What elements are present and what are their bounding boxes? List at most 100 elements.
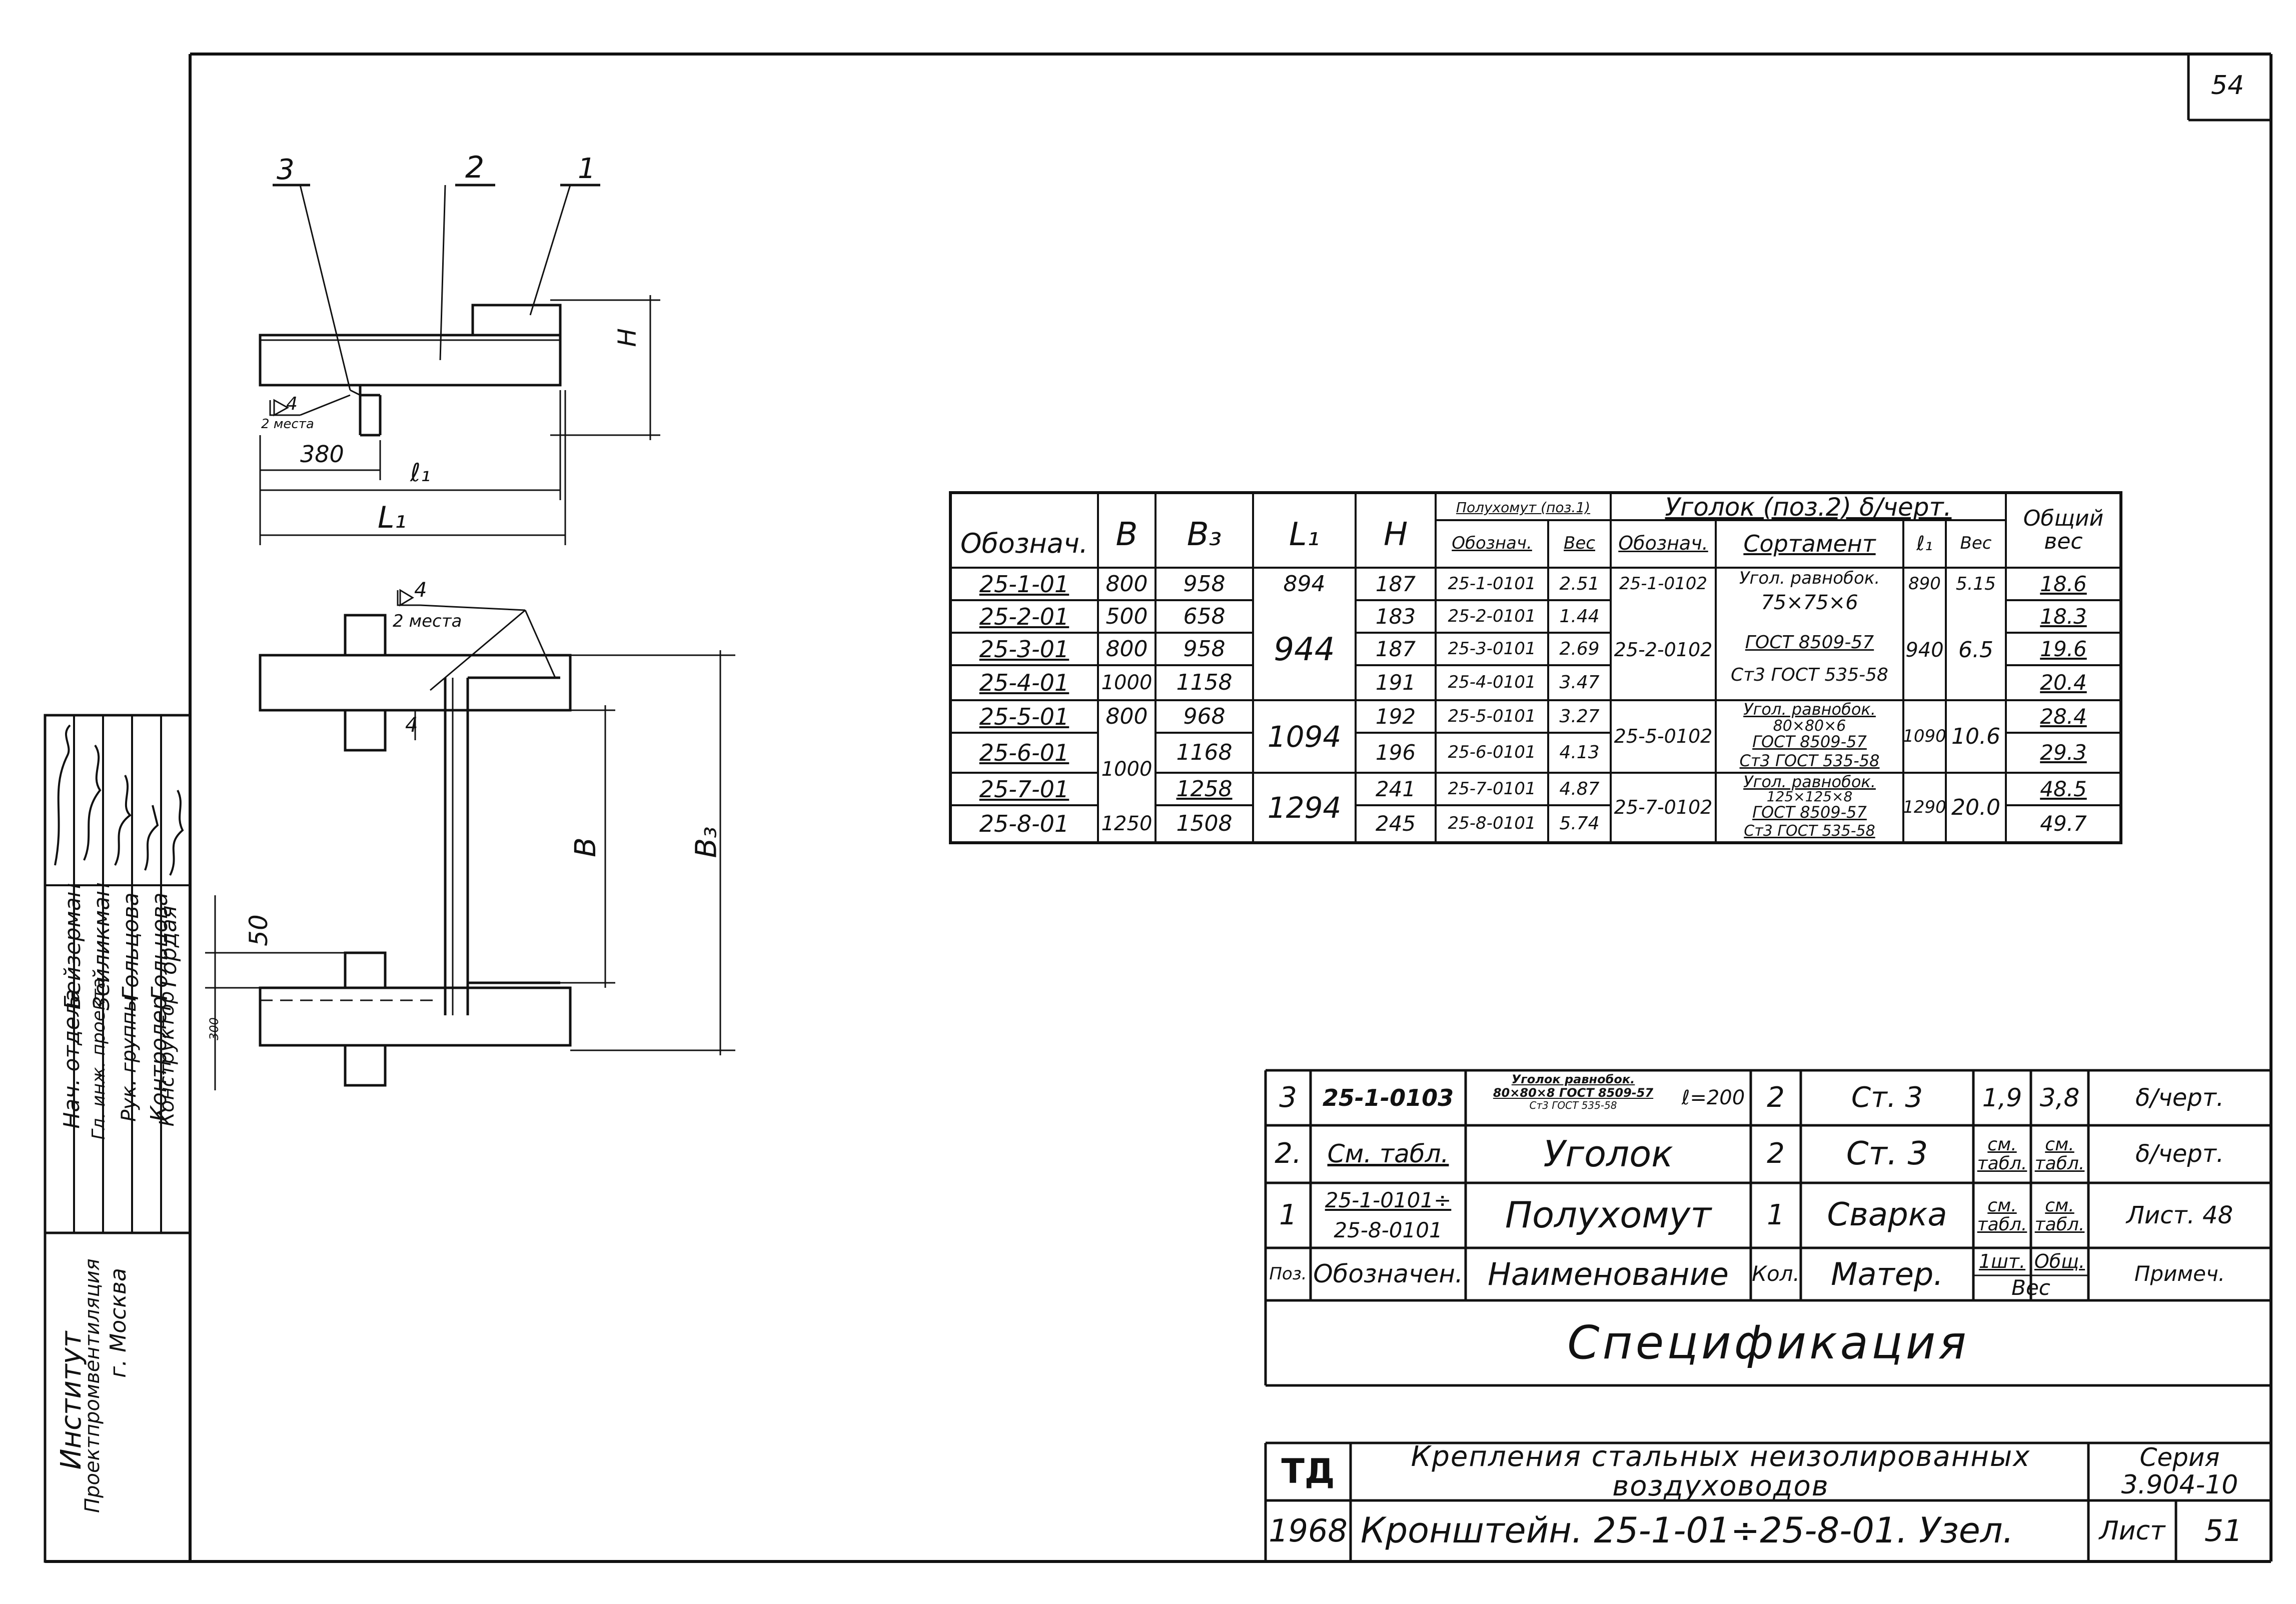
row8-designation: 25-8-01 bbox=[979, 810, 1069, 837]
spec-row3-qty: 2 bbox=[1767, 1081, 1785, 1114]
callout-3: 3 bbox=[277, 154, 295, 186]
spec-row2-pos: 2. bbox=[1275, 1137, 1302, 1170]
row6-hc-designation: 25-6-0101 bbox=[1448, 742, 1536, 763]
angle-weight-group3: 10.6 bbox=[1951, 723, 2000, 749]
title-series: 3.904-10 bbox=[2121, 1470, 2238, 1499]
dim-300: 300 bbox=[207, 1017, 221, 1040]
sig-name-2: Зейликман bbox=[89, 882, 115, 1011]
title-sheet: 51 bbox=[2204, 1513, 2243, 1548]
spec-header-material: Матер. bbox=[1831, 1255, 1943, 1292]
angle-l1-group3: 1090 bbox=[1903, 726, 1946, 747]
signature-4 bbox=[144, 805, 159, 871]
row4-hc-designation: 25-4-0101 bbox=[1448, 672, 1536, 693]
spec-row1-name: Полухомут bbox=[1505, 1194, 1712, 1236]
spec-row3-name-a: Уголок равнобок. bbox=[1511, 1073, 1635, 1087]
row2-designation: 25-2-01 bbox=[979, 603, 1069, 630]
spec-row2-material: Ст. 3 bbox=[1846, 1135, 1928, 1172]
row1-hc-weight: 2.51 bbox=[1559, 574, 1600, 595]
handwritten-signatures bbox=[54, 724, 184, 876]
row8-hc-weight: 5.74 bbox=[1559, 813, 1600, 834]
spec-row2-designation: См. табл. bbox=[1327, 1139, 1449, 1169]
row8-h: 245 bbox=[1375, 811, 1416, 836]
th-angle: Уголок (поз.2) δ/черт. bbox=[1665, 494, 1952, 520]
th-b3: B₃ bbox=[1187, 516, 1222, 554]
spec-row1-qty: 1 bbox=[1767, 1198, 1785, 1231]
weld-symbol-side: 4 bbox=[414, 579, 427, 602]
spec-header-qty: Кол. bbox=[1752, 1261, 1800, 1286]
spec-row2-qty: 2 bbox=[1767, 1137, 1785, 1170]
th-angle-assortment: Сортамент bbox=[1743, 530, 1876, 557]
dim-4: 4 bbox=[405, 714, 418, 737]
row5-hc-designation: 25-5-0101 bbox=[1448, 706, 1536, 727]
spec-title: Спецификация bbox=[1567, 1315, 1969, 1369]
row7-h: 241 bbox=[1375, 776, 1416, 801]
row7-total: 48.5 bbox=[2040, 776, 2087, 801]
row7-designation: 25-7-01 bbox=[979, 775, 1069, 803]
spec-row2-w1: см. табл. bbox=[1977, 1134, 2027, 1174]
row1-b3: 958 bbox=[1183, 571, 1226, 597]
row3-b: 800 bbox=[1105, 636, 1148, 662]
spec-row1-designation-b: 25-8-0101 bbox=[1334, 1217, 1443, 1242]
dim-l1-small: ℓ₁ bbox=[410, 458, 431, 487]
row8-b3: 1508 bbox=[1176, 810, 1233, 836]
dim-table-grid bbox=[949, 491, 2122, 844]
l1-group4: 1294 bbox=[1267, 790, 1342, 825]
row5-total: 28.4 bbox=[2040, 704, 2087, 729]
row7-hc-designation: 25-7-0101 bbox=[1448, 779, 1536, 799]
th-halfclamp: Полухомут (поз.1) bbox=[1456, 499, 1591, 516]
row4-h: 191 bbox=[1375, 670, 1416, 695]
th-hc-designation: Обознач. bbox=[1452, 533, 1532, 554]
assort-group2-b: Ст3 ГОСТ 535-58 bbox=[1731, 665, 1888, 686]
angle-weight-group4: 20.0 bbox=[1951, 794, 2000, 820]
row1-total: 18.6 bbox=[2040, 571, 2087, 596]
weld-note-side: 2 места bbox=[393, 611, 462, 631]
row4-designation: 25-4-01 bbox=[979, 669, 1069, 696]
spec-header-name: Наименование bbox=[1488, 1255, 1729, 1292]
title-drawing-title: Кронштейн. 25-1-01÷25-8-01. Узел. bbox=[1361, 1510, 2014, 1551]
row3-total: 19.6 bbox=[2040, 636, 2087, 661]
signature-2 bbox=[83, 744, 102, 861]
assort-group2-a: ГОСТ 8509-57 bbox=[1745, 632, 1874, 653]
spec-row1-w1: см. табл. bbox=[1977, 1195, 2027, 1235]
assort-group1-a: Угол. равнобок. bbox=[1739, 569, 1880, 589]
signature-3 bbox=[114, 775, 132, 866]
spec-header-weight: Вес bbox=[2011, 1276, 2050, 1300]
spec-row1-material: Сварка bbox=[1827, 1196, 1947, 1234]
title-block-grid bbox=[1264, 1441, 2271, 1561]
row8-b: 1250 bbox=[1101, 812, 1153, 835]
title-subject: Крепления стальных неизолированных возду… bbox=[1411, 1443, 2031, 1500]
sig-name-3: Гольцова bbox=[118, 892, 144, 1000]
assort-group4-c: ГОСТ 8509-57 bbox=[1752, 804, 1867, 822]
row2-h: 183 bbox=[1375, 604, 1416, 629]
assort-group3-b: 80×80×6 bbox=[1773, 718, 1846, 734]
b-rows-6-7: 1000 bbox=[1101, 758, 1153, 781]
title-sheet-label: Лист bbox=[2099, 1515, 2165, 1546]
spec-row3-name-c: Ст3 ГОСТ 535-58 bbox=[1529, 1100, 1617, 1111]
row8-total: 49.7 bbox=[2040, 811, 2087, 836]
angle-des-group3: 25-5-0102 bbox=[1614, 725, 1713, 748]
row3-designation: 25-3-01 bbox=[979, 635, 1069, 663]
row6-total: 29.3 bbox=[2040, 740, 2087, 765]
dim-L1: L₁ bbox=[378, 500, 407, 535]
spec-row1-designation-a: 25-1-0101÷ bbox=[1325, 1187, 1452, 1212]
assort-group3-d: Ст3 ГОСТ 535-58 bbox=[1739, 751, 1880, 771]
row5-b3: 968 bbox=[1183, 703, 1226, 729]
assort-group4-d: Ст3 ГОСТ 535-58 bbox=[1744, 822, 1875, 840]
assort-group4-b: 125×125×8 bbox=[1766, 789, 1853, 804]
assort-group3-c: ГОСТ 8509-57 bbox=[1752, 733, 1867, 751]
weld-note-top: 2 места bbox=[261, 417, 314, 432]
spec-row3-material: Ст. 3 bbox=[1851, 1081, 1923, 1114]
th-total-weight: Общий вес bbox=[2023, 505, 2104, 554]
weld-symbol-top: 4 bbox=[286, 394, 298, 414]
dim-H: H bbox=[612, 328, 642, 347]
spec-row3-designation: 25-1-0103 bbox=[1322, 1084, 1454, 1111]
angle-des-group1: 25-1-0102 bbox=[1619, 574, 1707, 594]
institute-line-3: г. Москва bbox=[106, 1268, 131, 1378]
angle-des-group2: 25-2-0102 bbox=[1614, 639, 1713, 661]
sheet-number-box bbox=[2187, 54, 2271, 122]
spec-row2-note: δ/черт. bbox=[2135, 1140, 2224, 1168]
spec-row3-name-b: 80×80×8 ГОСТ 8509-57 bbox=[1493, 1086, 1654, 1100]
row8-hc-designation: 25-8-0101 bbox=[1448, 813, 1536, 834]
spec-header-note: Примеч. bbox=[2134, 1261, 2225, 1286]
row5-hc-weight: 3.27 bbox=[1559, 706, 1600, 727]
